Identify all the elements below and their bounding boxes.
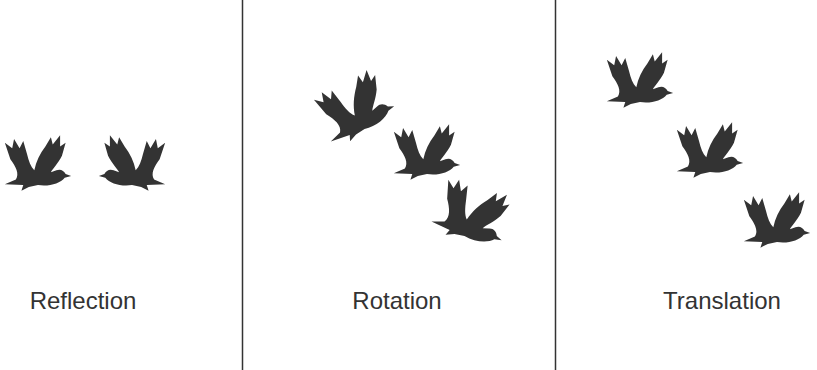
- bird-silhouette: [429, 172, 518, 255]
- bird-silhouette: [394, 124, 460, 179]
- panel-label: Translation: [663, 287, 781, 316]
- bird-silhouette: [311, 65, 400, 148]
- bird-rotated: [311, 65, 400, 148]
- bird-silhouette: [5, 135, 71, 190]
- bird-silhouette: [677, 122, 743, 177]
- bird-silhouette: [607, 52, 673, 107]
- divider-line: [555, 0, 557, 370]
- divider-line: [242, 0, 244, 370]
- panel-label: Rotation: [352, 287, 441, 316]
- bird-silhouette: [744, 192, 810, 247]
- bird-mirrored: [99, 135, 165, 190]
- bird-rotated: [429, 172, 518, 255]
- bird-silhouette: [99, 135, 165, 190]
- panel-label: Reflection: [30, 287, 137, 316]
